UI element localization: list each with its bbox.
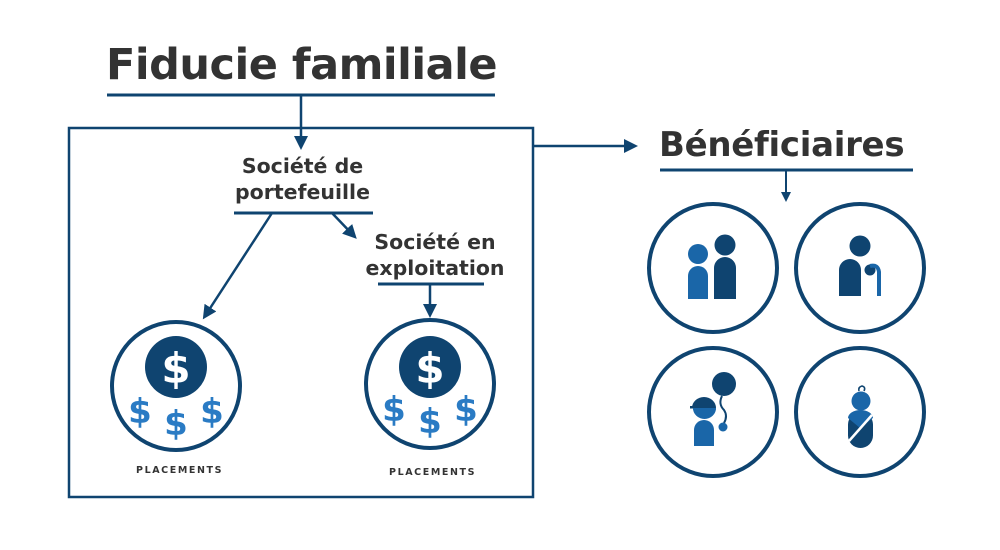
svg-text:$: $: [200, 392, 224, 432]
svg-text:$: $: [415, 344, 444, 393]
child-with-balloon-icon: [647, 346, 779, 478]
investments-caption-right: PLACEMENTS: [389, 467, 477, 478]
svg-text:$: $: [454, 390, 478, 430]
svg-text:$: $: [128, 392, 152, 432]
svg-text:$: $: [164, 404, 188, 444]
couple-icon: [647, 202, 779, 334]
investments-caption-left: PLACEMENTS: [136, 465, 224, 476]
svg-text:$: $: [418, 402, 442, 442]
operating-company-line1: Société en: [374, 230, 496, 254]
svg-text:$: $: [161, 344, 190, 393]
holding-to-opco-arrow: [331, 212, 357, 239]
dollar-coins-icon: $ $ $ $: [110, 320, 242, 452]
operating-company-label: Société en exploitation: [355, 229, 515, 281]
trust-box: [67, 126, 535, 499]
dollar-coins-icon: $ $ $ $: [364, 318, 496, 450]
holding-company-line1: Société de: [241, 154, 364, 178]
holding-company-line2: portefeuille: [235, 180, 370, 204]
diagram-title: Fiducie familiale: [106, 40, 498, 90]
holding-to-investments-arrow: [202, 212, 274, 320]
baby-icon: [794, 346, 926, 478]
beneficiaries-title: Bénéficiaires: [659, 125, 905, 165]
holding-company-label: Société de portefeuille: [215, 153, 390, 205]
svg-text:$: $: [382, 390, 406, 430]
operating-company-line2: exploitation: [365, 256, 505, 280]
senior-with-cane-icon: [794, 202, 926, 334]
